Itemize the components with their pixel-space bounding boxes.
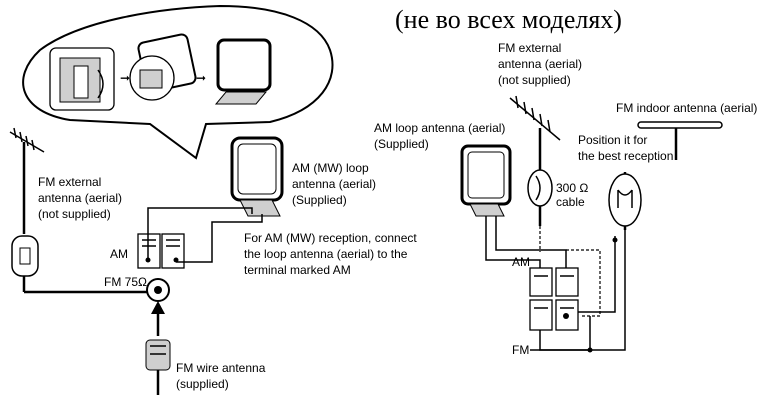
left-am-loop-label: AM (MW) loop antenna (aerial) (Supplied) [292, 161, 379, 207]
left-fm-external-label: FM external antenna (aerial) (not suppli… [38, 175, 125, 221]
cable-label: 300 Ω cable [556, 181, 592, 209]
loop-antenna-step-2-icon [129, 33, 197, 101]
fm-indoor-feeder-icon [608, 173, 642, 227]
models-note-title: (не во всех моделях) [395, 5, 622, 34]
position-label: Position it for the best reception [578, 133, 673, 163]
left-am-terminal-block [137, 233, 185, 269]
right-fm-external-label: FM external antenna (aerial) (not suppli… [498, 41, 585, 87]
left-instruction-text: For AM (MW) reception, connect the loop … [244, 231, 420, 277]
am-loop-antenna-icon [230, 136, 284, 217]
right-am-terminal-label: AM [512, 255, 530, 269]
fm-wire-antenna-icon [145, 339, 171, 395]
fm-indoor-antenna-label: FM indoor antenna (aerial) [616, 101, 757, 115]
loop-antenna-step-3-icon [214, 38, 272, 105]
step-arrow-icon: ➞ [120, 71, 130, 85]
fm-wire-antenna-label: FM wire antenna (supplied) [176, 361, 269, 391]
left-fm-terminal-label: FM 75Ω [104, 275, 147, 289]
step-arrow-icon: ➞ [196, 71, 206, 85]
right-fm-terminal-label: FM [512, 343, 529, 357]
fm-75-ohm-jack-icon [146, 278, 170, 302]
left-am-terminal-label: AM [110, 247, 128, 261]
right-fm-terminal-block [529, 299, 579, 331]
fm-external-antenna-icon [9, 127, 45, 292]
right-am-loop-label: AM loop antenna (aerial) (Supplied) [374, 121, 509, 151]
right-am-terminal-block [529, 267, 579, 297]
loop-antenna-step-1-icon [49, 47, 115, 111]
connect-arrow-icon [151, 301, 165, 336]
right-am-loop-antenna-icon [460, 144, 512, 217]
right-fm-external-antenna-icon [509, 95, 561, 226]
